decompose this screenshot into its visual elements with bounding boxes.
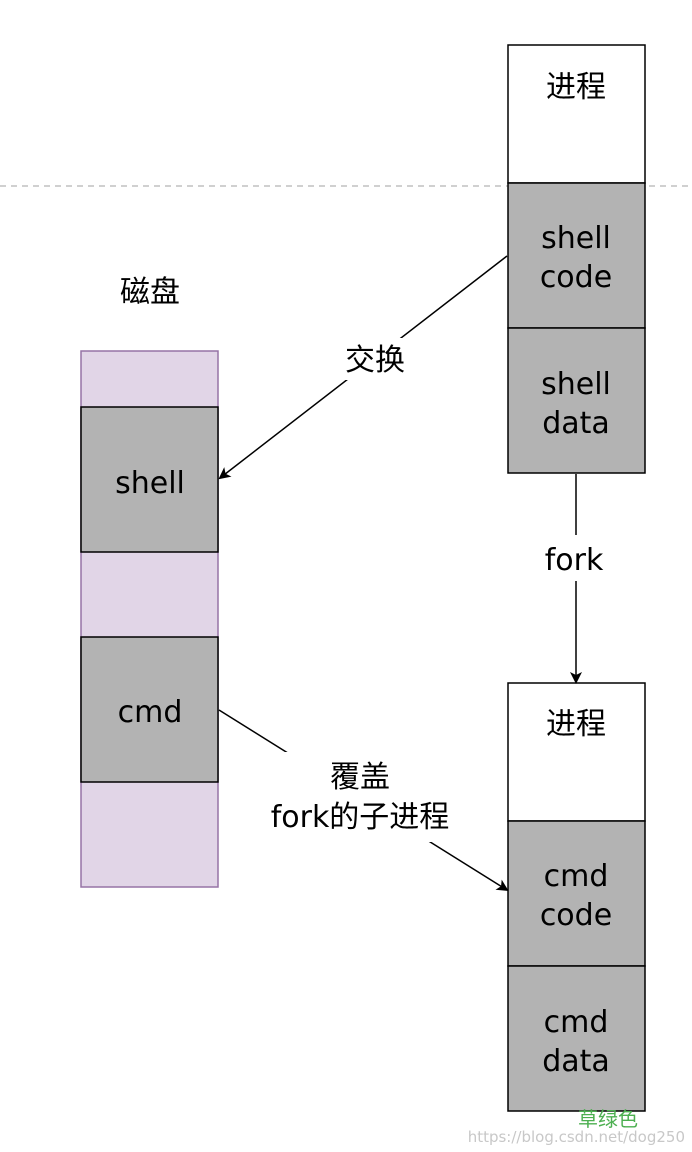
watermark-brand: 草绿色: [578, 1107, 638, 1131]
process-top-shell-data-box: [507, 327, 646, 474]
process-bottom-cmd-data-line1: cmd: [544, 1005, 609, 1040]
fork-label: fork: [545, 543, 604, 578]
process-bottom-cmd-data-box: [507, 965, 646, 1112]
process-bottom-cmd-data-line2: data: [542, 1044, 610, 1079]
overlay-label-line1: 覆盖: [330, 760, 390, 795]
process-bottom: 进程 cmd code cmd data: [507, 682, 646, 1112]
process-top-shell-code-line2: code: [540, 260, 612, 295]
process-top-shell-data-line1: shell: [541, 367, 611, 402]
overlay-label-line2: fork的子进程: [271, 800, 450, 835]
disk-segment-cmd-label: cmd: [118, 695, 183, 730]
process-bottom-cmd-code-line2: code: [540, 898, 612, 933]
disk-segment-shell-label: shell: [115, 466, 185, 501]
process-bottom-header: 进程: [546, 707, 606, 742]
process-top: 进程 shell code shell data: [507, 44, 646, 474]
process-top-header: 进程: [546, 70, 606, 105]
process-top-shell-code-line1: shell: [541, 221, 611, 256]
disk-title: 磁盘: [120, 275, 180, 310]
swap-label: 交换: [345, 343, 405, 378]
overlay-label-bg: [262, 752, 462, 842]
process-bottom-header-box: [507, 682, 646, 822]
disk-segment-shell: [80, 406, 219, 553]
process-top-shell-code-box: [507, 182, 646, 329]
disk-column: shell cmd: [80, 350, 219, 888]
watermark-url: https://blog.csdn.net/dog250: [468, 1128, 685, 1146]
swap-label-bg: [335, 338, 415, 380]
process-top-header-box: [507, 44, 646, 184]
process-bottom-cmd-code-box: [507, 820, 646, 967]
process-bottom-cmd-code-line1: cmd: [544, 859, 609, 894]
fork-label-bg: [534, 535, 618, 581]
disk-segment-cmd: [80, 636, 219, 783]
process-top-shell-data-line2: data: [542, 406, 610, 441]
